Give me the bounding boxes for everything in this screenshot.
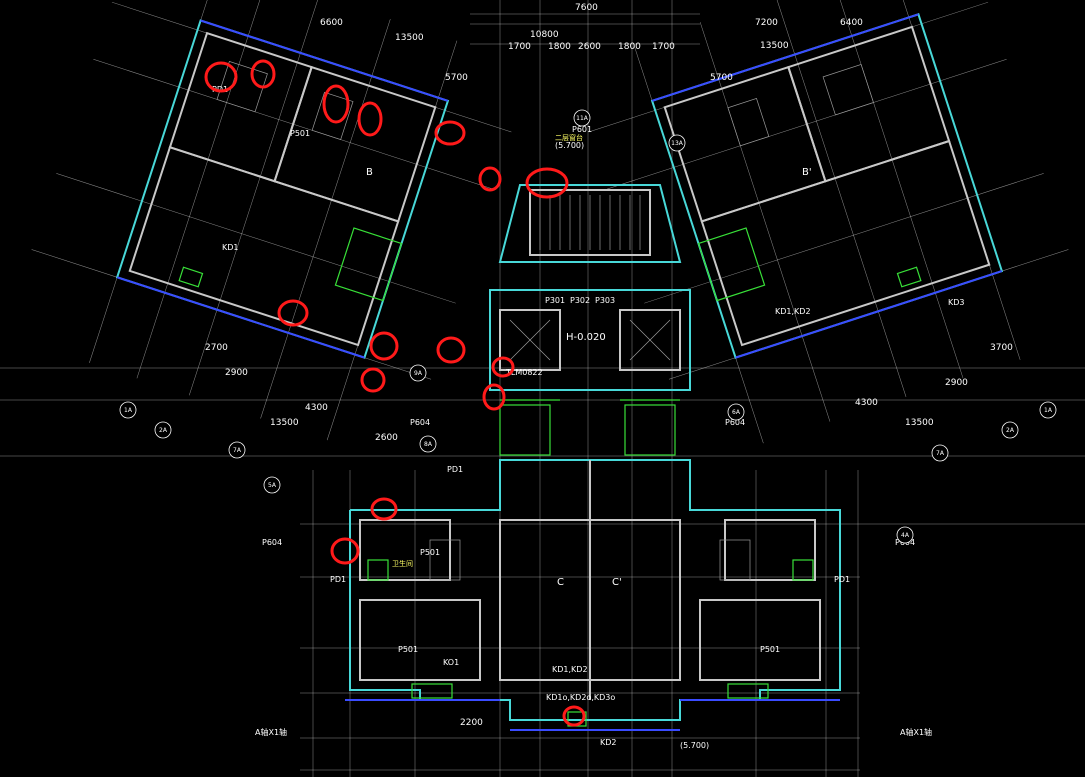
dim-top-6400: 6400 — [840, 18, 863, 28]
p-tag-7: P604 — [262, 538, 282, 547]
kd-tag-2: KD1,KD2 — [552, 665, 588, 674]
axis-bubble-2a: 2A — [159, 427, 168, 434]
axis-bubble-1a-right: 1A — [1044, 407, 1053, 414]
red-marker-5 — [434, 120, 466, 146]
dim-top-5700-left: 5700 — [445, 73, 468, 83]
stair-tag-2: P302 — [570, 296, 590, 305]
pd-tag-3: PD1 — [834, 575, 850, 584]
axis-bubble-2a-right: 2A — [1006, 427, 1015, 434]
dim-top-10800: 10800 — [530, 30, 559, 40]
dim-bottom-2200: 2200 — [460, 718, 483, 728]
stair-tag-1: P301 — [545, 296, 565, 305]
axis-bubbles: 1A 2A 4A 5A 6A 7A 8A 9A 11A 13A 1A 2A 7A — [119, 109, 1057, 544]
kd-tag-7: KO1 — [443, 658, 459, 667]
axis-bubble-1a: 1A — [124, 407, 133, 414]
red-marker-11 — [360, 367, 386, 393]
axis-label-left: A轴X1轴 — [255, 727, 287, 737]
p-tag-4: P501 — [760, 645, 780, 654]
red-marker-8 — [277, 299, 309, 327]
p-tag-2: P501 — [420, 548, 440, 557]
kd-tag-5: KD2 — [600, 738, 617, 747]
plan-labels: H-0.020 P301 P302 P303 B B' C C' KD1 KD1… — [212, 85, 965, 750]
dim-top-2600: 2600 — [578, 42, 601, 52]
axis-bubble-5a: 5A — [268, 482, 277, 489]
p-tag-3: P501 — [398, 645, 418, 654]
pd-tag-4: PD1 — [447, 465, 463, 474]
kd-tag-4: KD1o,KD2o,KD3o — [546, 693, 615, 702]
dim-top-7600: 7600 — [575, 3, 598, 13]
right-wing-unit-b-prime — [650, 13, 1004, 359]
left-wing-unit-b — [115, 19, 450, 359]
axis-bubble-4a: 4A — [901, 532, 910, 539]
cjk-note-1: 二层窗台 — [555, 133, 583, 142]
axis-bubble-11a: 11A — [576, 115, 589, 122]
cjk-note-2: 卫生间 — [392, 559, 413, 568]
unit-c-label: C — [557, 577, 564, 588]
axis-bubble-8a: 8A — [424, 441, 433, 448]
dim-bottom-13500b: 13500 — [905, 418, 934, 428]
red-marker-13 — [482, 383, 506, 411]
dim-top-13500-left: 13500 — [395, 33, 424, 43]
unit-b-prime-label: B' — [802, 167, 812, 178]
axis-label-right: A轴X1轴 — [900, 727, 932, 737]
dim-bottom-2700: 2700 — [205, 343, 228, 353]
dim-bottom-13500a: 13500 — [270, 418, 299, 428]
lower-units — [345, 459, 841, 731]
kd-tag-1: KD1 — [222, 243, 239, 252]
dim-bottom-3700: 3700 — [990, 343, 1013, 353]
unit-c-prime-label: C' — [612, 577, 622, 588]
dimension-labels: 7600 10800 1700 1800 2600 1800 1700 6600… — [205, 3, 1013, 728]
dim-top-5700-right: 5700 — [710, 73, 733, 83]
pd-tag-2: PD1 — [330, 575, 346, 584]
axis-bubble-9a: 9A — [414, 370, 423, 377]
bottom-elevation-note: (5.700) — [680, 741, 709, 750]
central-core — [489, 184, 691, 456]
red-marker-4 — [357, 101, 383, 137]
red-marker-9 — [369, 331, 399, 361]
dim-bottom-4300b: 4300 — [855, 398, 878, 408]
p-tag-9: P604 — [725, 418, 745, 427]
red-marker-3 — [322, 84, 350, 124]
red-marker-2 — [250, 59, 276, 89]
red-marker-14 — [370, 497, 398, 521]
red-marker-10 — [436, 336, 466, 364]
dim-top-1700a: 1700 — [508, 42, 531, 52]
unit-b-label: B — [366, 167, 373, 178]
red-markers — [204, 59, 586, 727]
dim-bottom-2600: 2600 — [375, 433, 398, 443]
ladder-label: TLM0822 — [505, 368, 543, 377]
dim-top-1800a: 1800 — [548, 42, 571, 52]
p-tag-1: P501 — [290, 129, 310, 138]
kd-tag-6: KD3 — [948, 298, 965, 307]
stair-tag-3: P303 — [595, 296, 615, 305]
dim-top-7200: 7200 — [755, 18, 778, 28]
red-marker-1 — [204, 61, 238, 93]
red-marker-6 — [478, 166, 502, 192]
elevation-note: (5.700) — [555, 141, 584, 150]
axis-bubble-7a: 7A — [233, 447, 242, 454]
dim-bottom-2900b: 2900 — [945, 378, 968, 388]
kd-tag-3: KD1,KD2 — [775, 307, 811, 316]
dim-top-6600: 6600 — [320, 18, 343, 28]
elevation-label: H-0.020 — [566, 332, 606, 343]
red-marker-7 — [525, 167, 569, 199]
red-marker-15 — [330, 537, 360, 565]
dim-top-1700b: 1700 — [652, 42, 675, 52]
red-marker-12 — [491, 356, 515, 378]
dim-top-13500-right: 13500 — [760, 41, 789, 51]
dim-bottom-4300a: 4300 — [305, 403, 328, 413]
p-tag-5: P601 — [572, 125, 592, 134]
axis-bubble-13a: 13A — [671, 140, 684, 147]
axis-bubble-7a-right: 7A — [936, 450, 945, 457]
axis-bubble-6a: 6A — [732, 409, 741, 416]
p-tag-6: P604 — [410, 418, 430, 427]
dim-top-1800b: 1800 — [618, 42, 641, 52]
dim-bottom-2900a: 2900 — [225, 368, 248, 378]
red-marker-16 — [562, 705, 586, 727]
